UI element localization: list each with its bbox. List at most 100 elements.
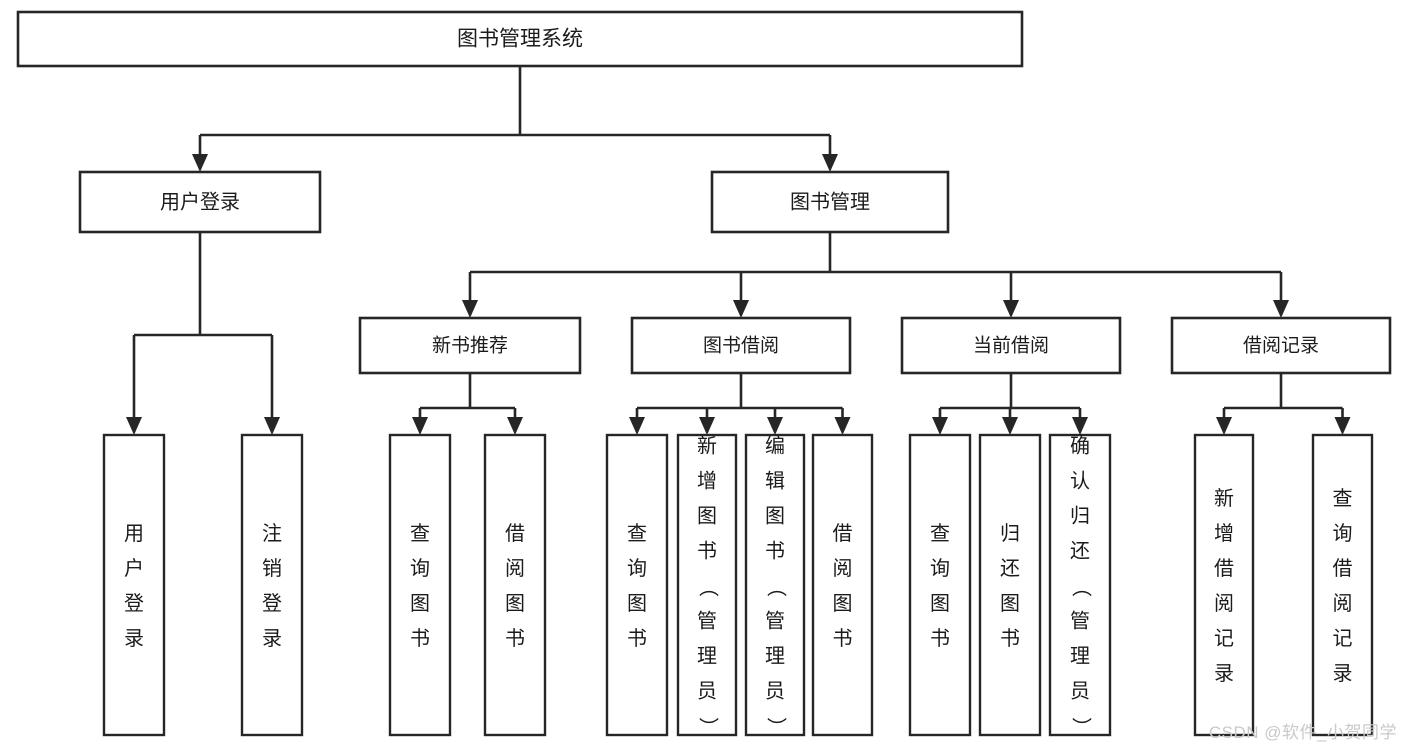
node-label-char: 查 xyxy=(627,522,647,545)
node-label-char: ） xyxy=(1070,717,1093,737)
node-user-login-do[interactable]: 用户登录 xyxy=(102,433,166,737)
node-label-char: 借 xyxy=(505,522,525,545)
arrow-head-icon xyxy=(932,417,948,435)
node-label-char: 借 xyxy=(1333,557,1353,580)
node-box xyxy=(908,433,972,737)
arrow-head-icon xyxy=(1002,417,1018,435)
node-label-char: 书 xyxy=(505,627,525,650)
node-label: 用户登录 xyxy=(160,190,240,213)
node-box xyxy=(1048,433,1112,737)
node-label-char: 管 xyxy=(765,609,785,632)
node-box xyxy=(16,10,1024,68)
node-label-char: 理 xyxy=(697,645,717,667)
node-label-char: 借 xyxy=(833,522,853,545)
node-label-char: 增 xyxy=(1214,522,1234,545)
node-label-char: 注 xyxy=(262,522,282,545)
node-box xyxy=(388,433,452,737)
arrow-head-icon xyxy=(699,417,715,435)
node-user-login[interactable]: 用户登录 xyxy=(78,170,322,234)
node-label-char: 确 xyxy=(1070,434,1090,457)
node-label-char: 员 xyxy=(1070,680,1090,702)
node-label-char: 书 xyxy=(833,627,853,650)
node-label-char: 记 xyxy=(1333,627,1353,650)
node-label-char: 销 xyxy=(262,557,282,580)
node-label-char: 阅 xyxy=(1214,592,1234,615)
node-label-char: 查 xyxy=(1333,487,1353,510)
node-label-char: 询 xyxy=(410,557,430,580)
node-label-char: 还 xyxy=(1000,557,1020,580)
node-box xyxy=(630,316,852,375)
node-box xyxy=(676,433,738,737)
node-label-char: 书 xyxy=(930,627,950,650)
node-label-char: 阅 xyxy=(833,557,853,580)
node-label-char: ） xyxy=(697,717,720,737)
node-label-char: 增 xyxy=(697,469,717,492)
node-label-char: 录 xyxy=(124,628,144,650)
node-label-char: 询 xyxy=(930,557,950,580)
node-new-book-recommend[interactable]: 新书推荐 xyxy=(358,316,582,375)
node-root[interactable]: 图书管理系统 xyxy=(16,10,1024,68)
node-label: 图书管理 xyxy=(790,190,870,213)
node-label-char: 录 xyxy=(1214,663,1234,685)
node-book-manage[interactable]: 图书管理 xyxy=(710,170,950,234)
node-label-char: 户 xyxy=(124,557,144,580)
node-label-char: 用 xyxy=(124,523,144,545)
node-book-borrow[interactable]: 图书借阅 xyxy=(630,316,852,375)
node-label-char: 阅 xyxy=(1333,592,1353,615)
node-label-char: 管 xyxy=(1070,609,1090,632)
node-current-borrow[interactable]: 当前借阅 xyxy=(900,316,1122,375)
arrow-head-icon xyxy=(192,154,208,172)
arrow-head-icon xyxy=(822,154,838,172)
node-label-char: 录 xyxy=(262,628,282,650)
node-label-char: 图 xyxy=(697,505,717,527)
node-label-char: 书 xyxy=(697,539,717,562)
node-label-char: 认 xyxy=(1070,469,1090,492)
arrow-head-icon xyxy=(834,417,851,435)
arrow-head-icon xyxy=(507,417,523,435)
arrow-head-icon xyxy=(767,417,783,435)
node-label-char: 图 xyxy=(410,593,430,615)
node-label-char: 查 xyxy=(410,522,430,545)
node-box xyxy=(102,433,166,737)
node-label-char: 新 xyxy=(1214,487,1234,510)
node-label-char: 图 xyxy=(833,593,853,615)
node-label: 图书管理系统 xyxy=(457,28,583,51)
node-label-char: 理 xyxy=(765,645,785,667)
arrow-head-icon xyxy=(462,300,478,318)
node-box xyxy=(358,316,582,375)
node-box xyxy=(240,433,304,737)
node-box xyxy=(811,433,874,737)
node-box xyxy=(900,316,1122,375)
node-box xyxy=(1193,433,1255,737)
node-label-char: 编 xyxy=(765,434,785,457)
node-label-char: （ xyxy=(1070,577,1093,597)
arrow-head-icon xyxy=(1334,417,1351,435)
node-label-char: 阅 xyxy=(505,557,525,580)
node-label-char: 还 xyxy=(1070,539,1090,562)
node-label-char: 图 xyxy=(627,593,647,615)
node-label-char: 辑 xyxy=(765,469,785,492)
node-label-char: 借 xyxy=(1214,557,1234,580)
node-label-char: 图 xyxy=(505,593,525,615)
arrow-head-icon xyxy=(264,417,280,435)
node-label-char: 图 xyxy=(765,505,785,527)
arrow-head-icon xyxy=(1072,417,1088,435)
node-label-char: 归 xyxy=(1070,504,1090,527)
node-label-char: 登 xyxy=(262,592,282,615)
node-borrow-record[interactable]: 借阅记录 xyxy=(1170,316,1392,375)
node-label: 借阅记录 xyxy=(1243,335,1319,357)
node-label-char: 询 xyxy=(627,557,647,580)
